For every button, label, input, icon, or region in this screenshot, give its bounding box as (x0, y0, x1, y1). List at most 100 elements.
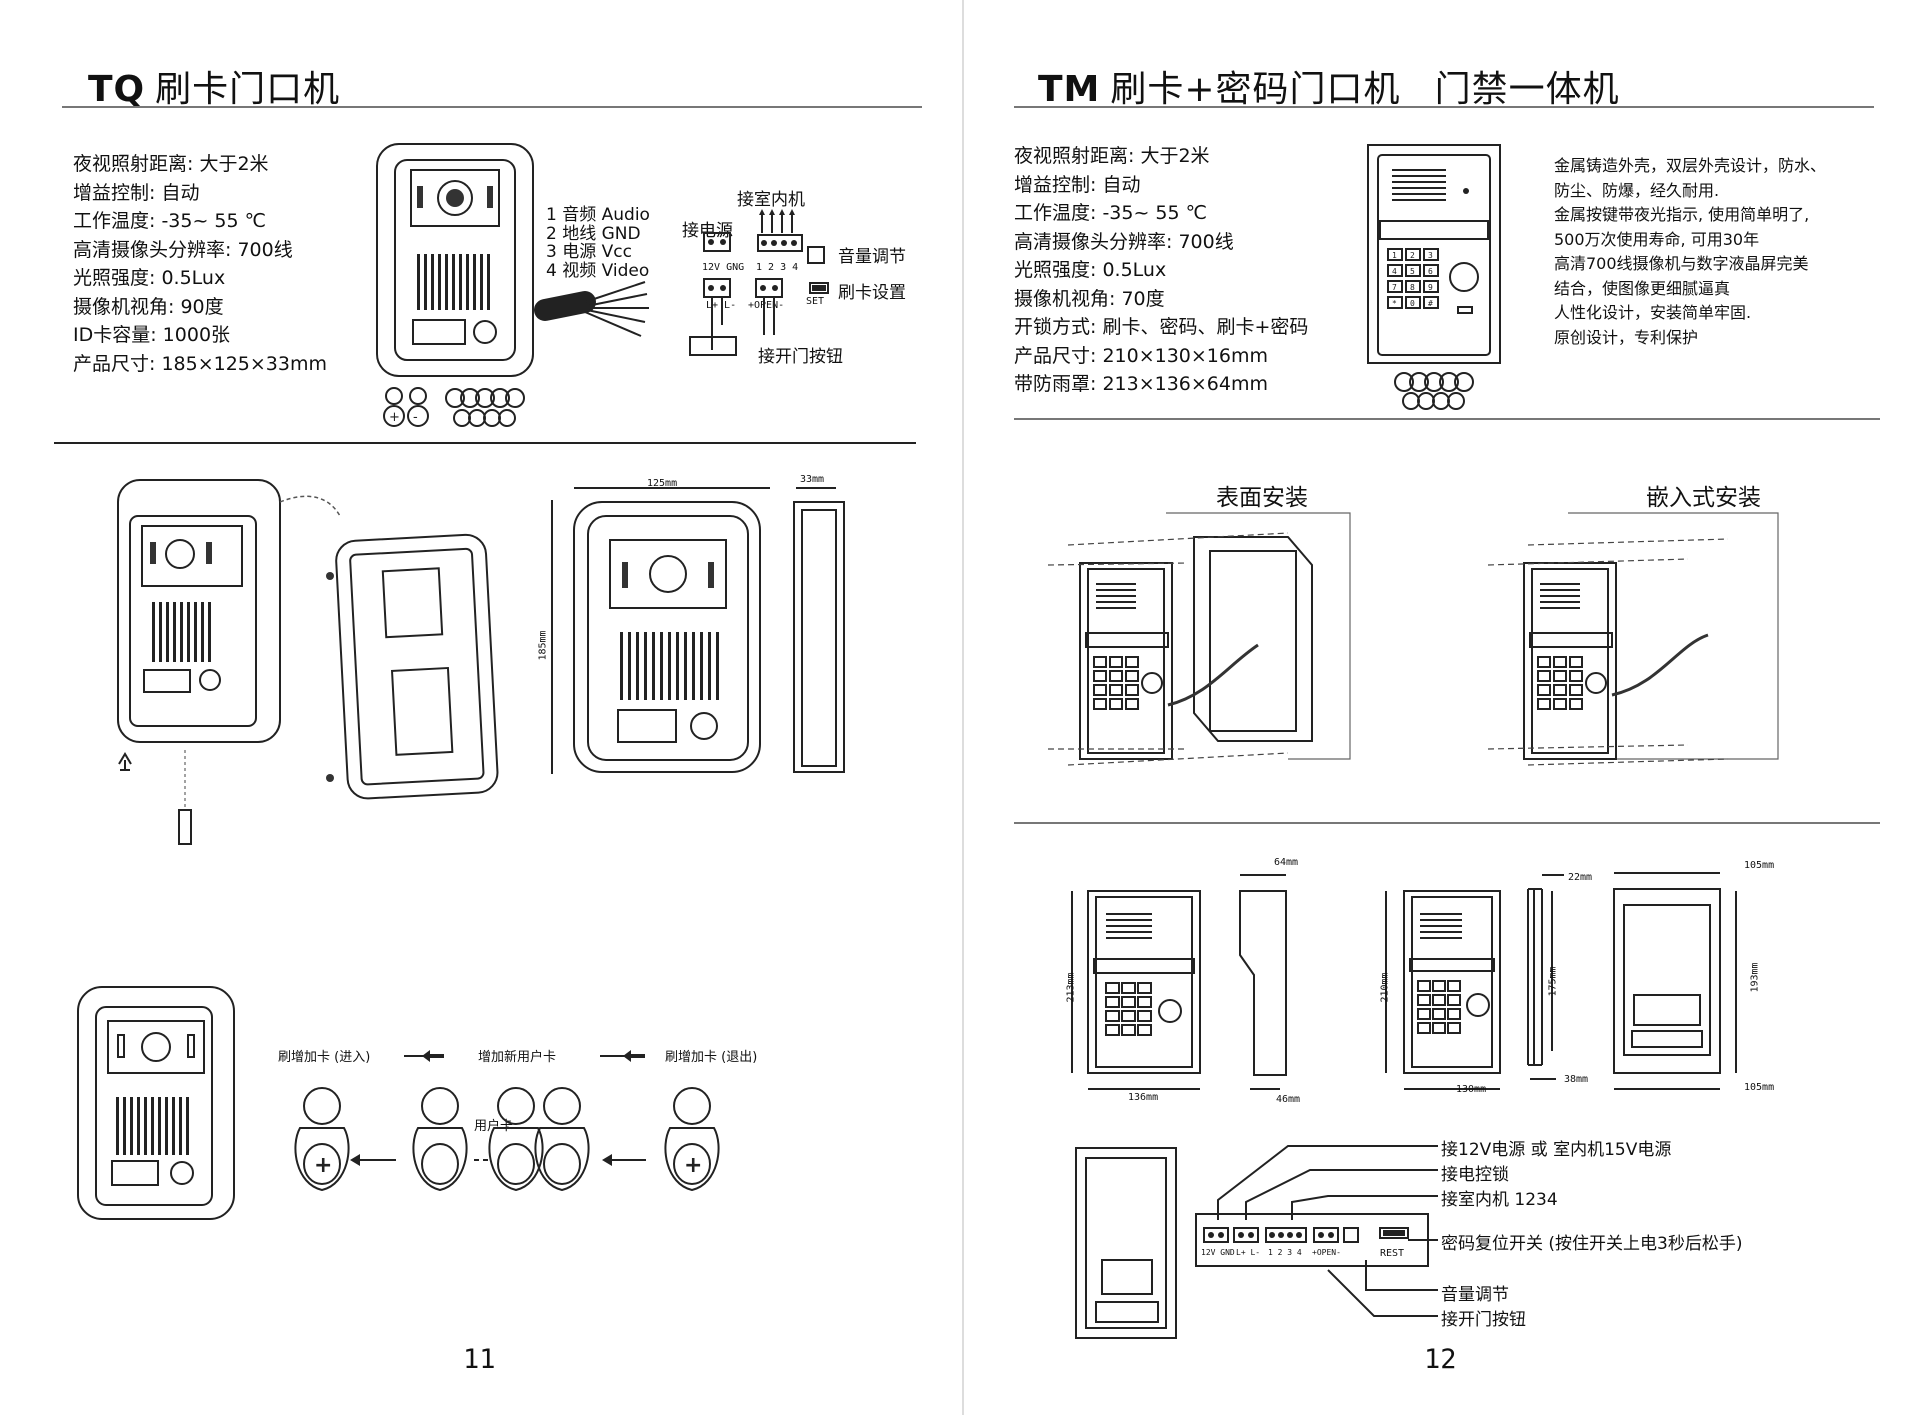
dim-label: 136mm (1128, 1092, 1159, 1103)
dim-label: 193mm (1749, 962, 1761, 993)
doorphone-front-illustration (376, 143, 534, 377)
svg-text:8: 8 (1410, 283, 1415, 292)
feature-item: 结合，使图像更细腻逼真 (1554, 278, 1731, 298)
open-pins-label: +OPEN- (748, 300, 785, 311)
page-number: 12 (1424, 1344, 1457, 1375)
add-card-out-label: 刷增加卡 (退出) (665, 1050, 758, 1065)
wiring-label: 密码复位开关 (按住开关上电3秒后松手) (1441, 1234, 1743, 1254)
model-title: 刷卡门口机 (155, 69, 341, 110)
card-flow-diagram: + + (294, 1050, 720, 1192)
surface-install-heading: 表面安装 (1216, 485, 1308, 511)
terminal-diagram (689, 209, 829, 356)
back-panel-illustration (1075, 1147, 1177, 1339)
svg-text:-: - (413, 410, 418, 425)
dim-label: 105mm (1744, 1082, 1775, 1093)
wire-legend: 1 音频 Audio 2 地线 GND 3 电源 Vcc 4 视频 Video (546, 206, 650, 280)
spec-item: 增益控制: 自动 (1014, 173, 1141, 196)
svg-text:1: 1 (1392, 251, 1397, 260)
feature-item: 金属铸造外壳，双层外壳设计，防水、 (1554, 156, 1827, 175)
page-number: 11 (463, 1344, 496, 1375)
spec-list-right: 夜视照射距离: 大于2米 增益控制: 自动 工作温度: -35~ 55 ℃ 高清… (1014, 142, 1308, 399)
terminal-label: 12V GND (1201, 1248, 1235, 1257)
set-label: SET (806, 296, 825, 307)
spec-item: 摄像机视角: 70度 (1014, 287, 1165, 310)
spec-item: 高清摄像头分辨率: 700线 (73, 238, 293, 261)
add-user-label: 增加新用户卡 (478, 1050, 557, 1065)
section-divider-2 (1014, 822, 1880, 824)
embedded-install-illustration (1487, 512, 1779, 766)
svg-text:#: # (1428, 299, 1433, 308)
add-card-in-label: 刷增加卡 (进入) (278, 1050, 371, 1065)
user-card-label: 用户卡 (474, 1119, 514, 1134)
terminal-label: 1 2 3 4 (1268, 1248, 1302, 1257)
section-divider (1014, 418, 1880, 420)
svg-text:3: 3 (1428, 251, 1433, 260)
spec-item: 工作温度: -35~ 55 ℃ (1014, 202, 1207, 224)
key-fob-icon (1394, 372, 1474, 410)
spec-item: 光照强度: 0.5Lux (1014, 259, 1167, 281)
terminal-label: REST (1380, 1248, 1405, 1259)
dim-label: 64mm (1274, 857, 1299, 868)
model-title-suffix: 门禁一体机 (1434, 69, 1620, 110)
wiring-label: 接12V电源 或 室内机15V电源 (1441, 1140, 1672, 1160)
svg-text:5: 5 (1410, 267, 1415, 276)
feature-item: 防尘、防爆，经久耐用. (1554, 180, 1720, 200)
spec-item: 产品尺寸: 185×125×33mm (73, 352, 328, 375)
feature-item: 高清700线摄像机与数字液晶屏完美 (1554, 254, 1809, 273)
power-label: 接电源 (682, 221, 733, 241)
spec-item: 高清摄像头分辨率: 700线 (1014, 230, 1234, 253)
feature-item: 人性化设计，安装简单牢固. (1554, 303, 1752, 322)
cable-bundle-illustration (534, 281, 649, 337)
indoor-unit-label: 接室内机 (737, 190, 805, 210)
dim-depth-label: 33mm (800, 474, 825, 485)
spec-item: 开锁方式: 刷卡、密码、刷卡+密码 (1014, 316, 1309, 338)
dim-label: 46mm (1276, 1094, 1301, 1105)
spec-list-left: 夜视照射距离: 大于2米 增益控制: 自动 工作温度: -35~ 55 ℃ 高清… (73, 150, 327, 378)
feature-item: 原创设计，专利保护 (1554, 327, 1699, 347)
card-setting-label: 刷卡设置 (838, 283, 906, 303)
title-rule (1014, 106, 1874, 108)
wire-label: 3 电源 Vcc (546, 242, 632, 262)
dim-label: 130mm (1456, 1084, 1487, 1095)
volume-label: 音量调节 (838, 247, 906, 267)
svg-text:7: 7 (1392, 283, 1397, 292)
dimension-drawings-right (1071, 872, 1737, 1090)
title-rule (62, 106, 922, 108)
embedded-install-heading: 嵌入式安装 (1646, 485, 1761, 511)
wire-label: 2 地线 GND (546, 223, 641, 244)
spec-item: 夜视照射距离: 大于2米 (73, 153, 269, 175)
svg-text:*: * (1392, 299, 1397, 308)
model-code: TQ (88, 69, 146, 110)
dim-width-label: 125mm (647, 478, 678, 489)
callout-lines (1217, 1145, 1438, 1317)
model-code: TM (1038, 69, 1101, 110)
spec-item: 产品尺寸: 210×130×16mm (1014, 344, 1269, 367)
model-title: 刷卡+密码门口机 (1110, 69, 1401, 110)
spec-item: ID卡容量: 1000张 (73, 324, 231, 346)
spec-item: 增益控制: 自动 (73, 181, 200, 204)
svg-text:2: 2 (1410, 251, 1415, 260)
spec-item: 工作温度: -35~ 55 ℃ (73, 210, 266, 232)
dim-label: 210mm (1379, 972, 1391, 1003)
svg-text:6: 6 (1428, 267, 1433, 276)
power-pins-label: 12V GNG (702, 262, 745, 273)
wiring-label: 音量调节 (1441, 1285, 1509, 1305)
wiring-label: 接室内机 1234 (1441, 1190, 1558, 1210)
dim-label: 175mm (1547, 966, 1559, 997)
wire-label: 1 音频 Audio (546, 205, 650, 225)
spec-item: 夜视照射距离: 大于2米 (1014, 145, 1210, 167)
dim-label: 213mm (1065, 972, 1077, 1003)
feature-item: 500万次使用寿命, 可用30年 (1554, 229, 1760, 249)
wire-label: 4 视频 Video (546, 260, 650, 281)
section-divider (54, 442, 916, 444)
dim-label: 22mm (1568, 872, 1593, 883)
key-fob-icon: + - (383, 387, 525, 427)
svg-text:4: 4 (1392, 267, 1397, 276)
terminal-label: +OPEN- (1312, 1248, 1341, 1257)
wiring-label: 接开门按钮 (1441, 1310, 1526, 1330)
dim-height-label: 185mm (537, 630, 549, 661)
